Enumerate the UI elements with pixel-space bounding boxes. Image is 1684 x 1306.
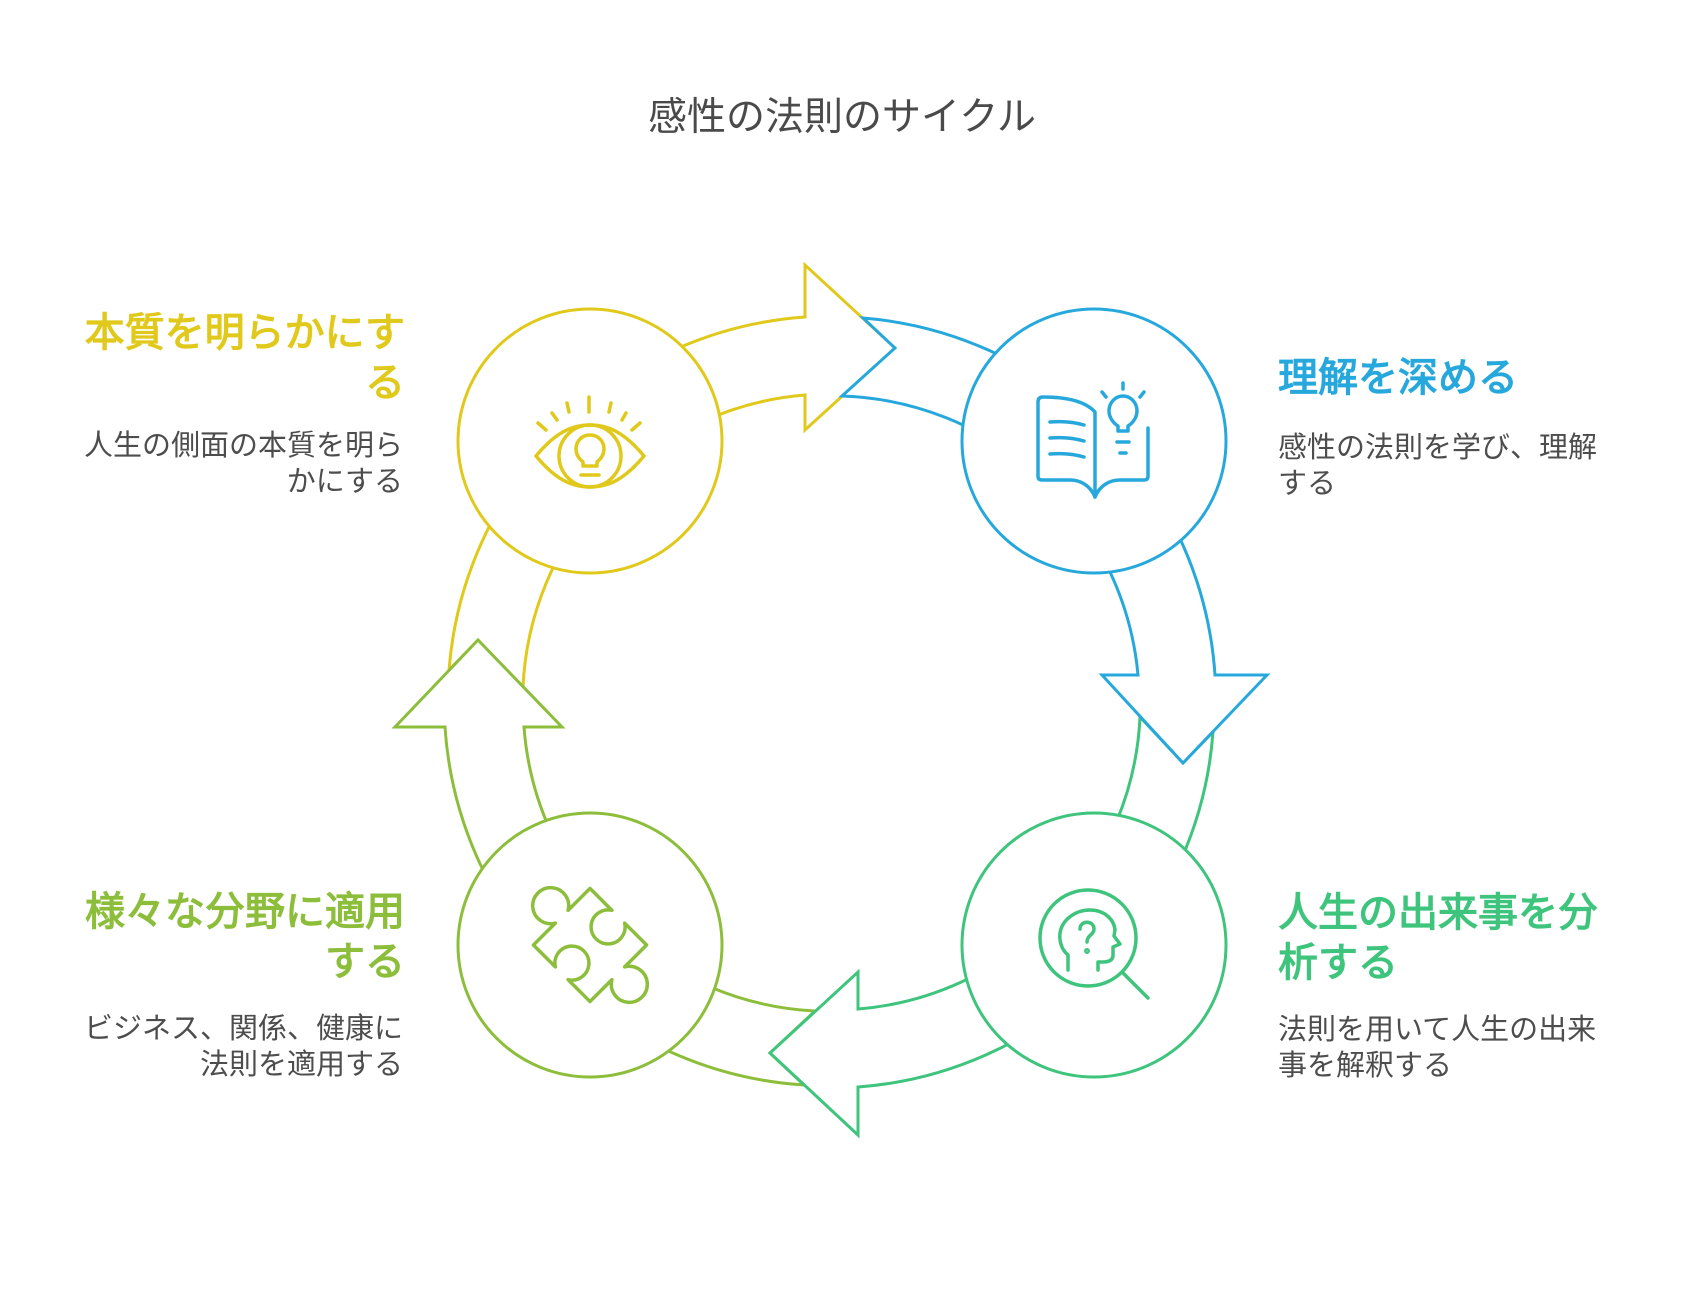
step-description-apply: ビジネス、関係、健康に法則を適用する [83,1011,403,1081]
step-description-analyze: 法則を用いて人生の出来事を解釈する [1278,1012,1597,1082]
book-lightbulb-icon [1036,381,1150,499]
step-description-understand: 感性の法則を学び、理解する [1278,430,1598,500]
step-node-reveal [456,307,724,575]
step-heading-analyze: 人生の出来事を分析する [1278,890,1598,986]
step-description-reveal: 人生の側面の本質を明らかにする [83,428,403,498]
puzzle-piece-icon [531,886,649,1004]
step-heading-understand: 理解を深める [1278,355,1518,401]
eye-lightbulb-icon [534,395,646,489]
diagram-title: 感性の法則のサイクル [647,95,1037,140]
step-heading-apply: 様々な分野に適用する [85,889,405,985]
step-node-apply [456,811,724,1079]
head-magnifier-icon [1038,888,1150,1000]
step-heading-reveal: 本質を明らかにする [84,310,405,406]
step-node-analyze [960,811,1228,1079]
